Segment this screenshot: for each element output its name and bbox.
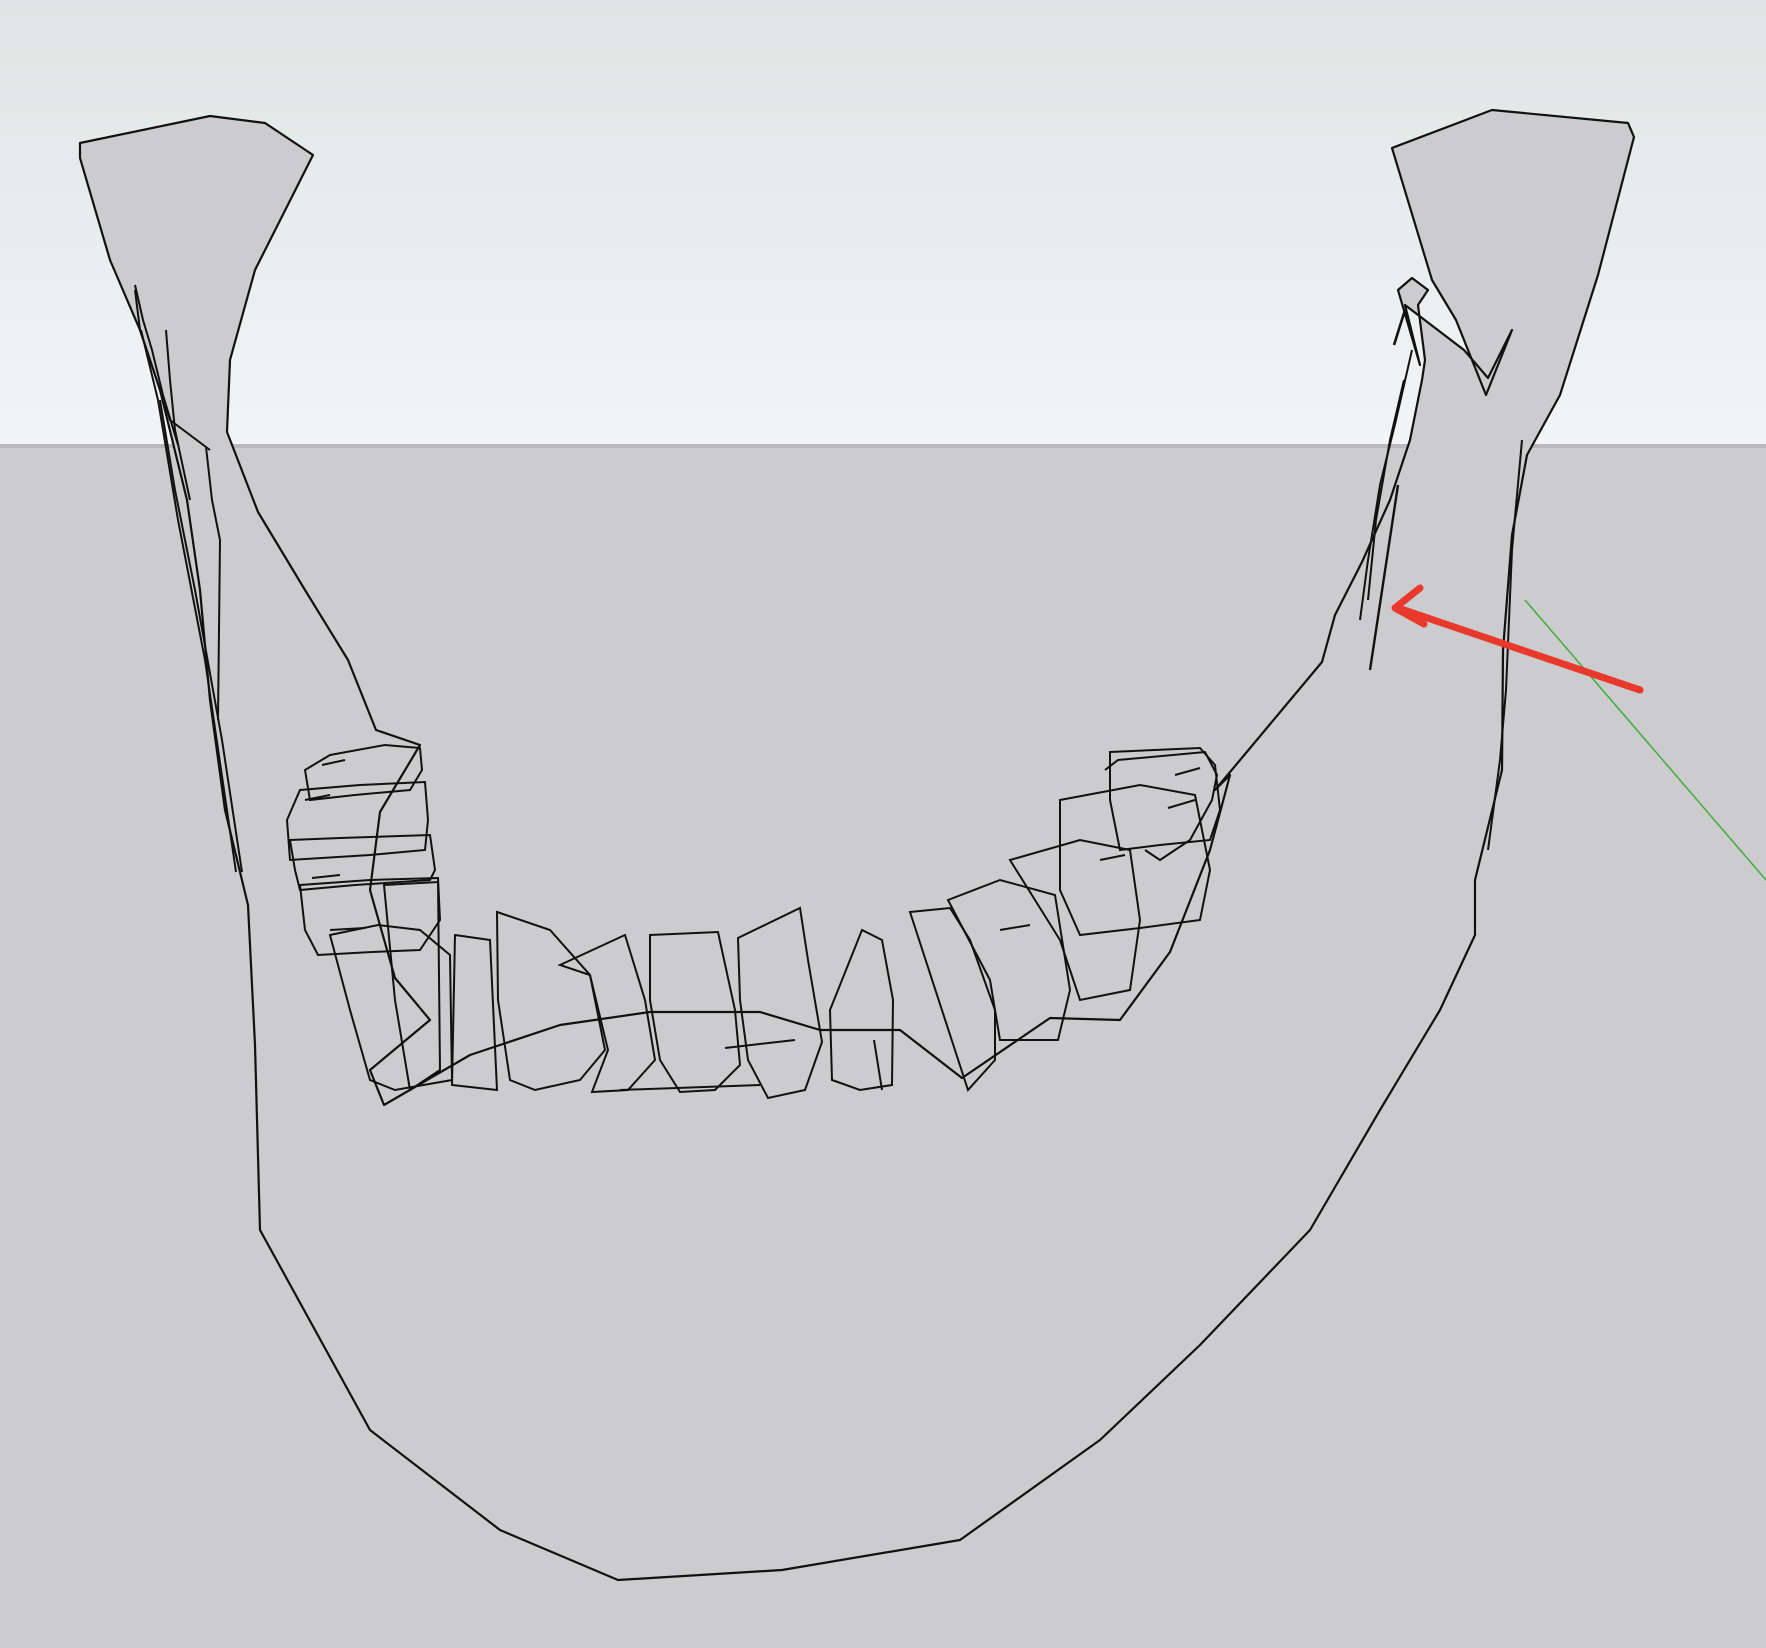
right-ramus-edges <box>1359 309 1523 851</box>
horizon-line <box>0 444 1766 448</box>
tooth-incisor-3 <box>649 930 742 1094</box>
mandible-body[interactable] <box>78 108 1636 1582</box>
tooth-premolar-left-2 <box>382 880 442 1092</box>
tooth-molar-left-1 <box>303 743 424 802</box>
tooth-incisor-1 <box>495 910 607 1092</box>
tooth-premolar-right-1 <box>946 878 1072 1041</box>
tooth-molar-left-2 <box>285 780 430 862</box>
tooth-molar-right-3 <box>1104 750 1219 862</box>
tooth-incisor-5 <box>828 928 895 1092</box>
tooth-molar-left-4 <box>298 876 442 957</box>
green-axis-line <box>1524 599 1766 881</box>
teeth-group <box>285 743 1222 1100</box>
tooth-molar-left-3 <box>288 833 437 892</box>
tooth-molar-right-1 <box>1059 783 1212 937</box>
tooth-premolar-right-2 <box>1008 838 1142 1002</box>
tooth-incisor-4 <box>736 906 824 1100</box>
left-ramus-edges <box>134 284 243 873</box>
tooth-canine-left <box>450 933 499 1092</box>
red-annotation-arrow <box>1391 584 1644 694</box>
